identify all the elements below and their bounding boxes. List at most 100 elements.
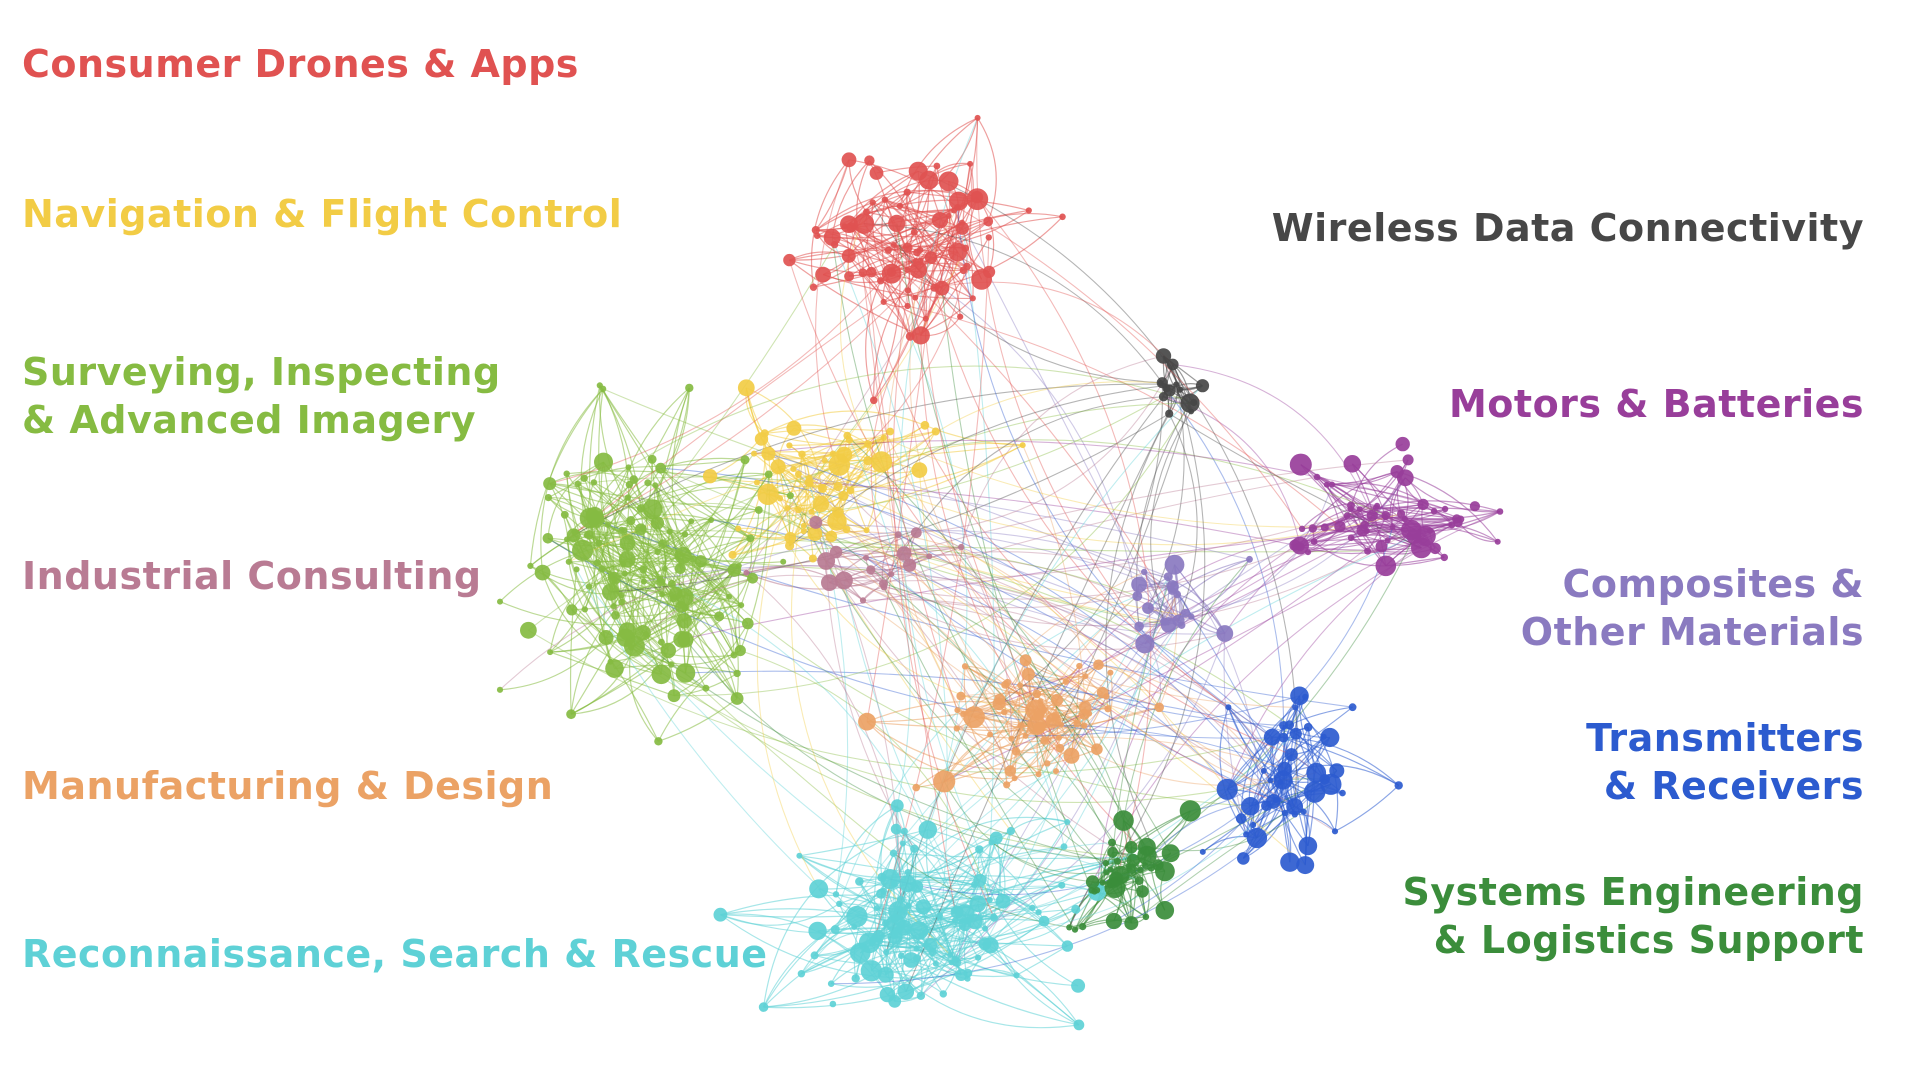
network-edge: [1116, 384, 1206, 862]
network-edge: [957, 206, 1303, 530]
network-edge: [883, 587, 1076, 930]
network-node: [761, 446, 776, 461]
cluster-label-line: Motors & Batteries: [1448, 382, 1864, 426]
network-node: [636, 504, 646, 513]
network-node: [904, 869, 912, 876]
network-edge: [883, 546, 1301, 600]
network-edge: [1098, 664, 1160, 708]
network-edge: [764, 424, 869, 445]
network-node: [1032, 689, 1042, 699]
network-node: [661, 565, 668, 572]
network-node: [904, 302, 911, 310]
network-node: [1108, 838, 1116, 847]
network-node: [910, 527, 922, 539]
network-edge: [1060, 402, 1191, 725]
network-node: [1163, 572, 1173, 582]
network-node: [863, 554, 869, 561]
network-node: [1296, 856, 1315, 875]
network-node: [1161, 844, 1180, 863]
network-edge: [815, 159, 850, 454]
network-node: [754, 506, 763, 514]
network-edge: [834, 244, 949, 964]
network-edge: [909, 336, 968, 830]
network-edge: [843, 580, 986, 929]
network-node: [811, 226, 820, 235]
network-node: [1053, 768, 1059, 775]
network-node: [928, 948, 937, 957]
network-node: [809, 515, 823, 529]
network-node: [933, 162, 941, 170]
network-node: [675, 663, 696, 683]
network-node: [1374, 502, 1381, 509]
network-node: [939, 990, 947, 998]
network-edge: [837, 444, 1023, 513]
network-node: [924, 937, 938, 952]
network-node: [1165, 409, 1174, 418]
network-node: [1008, 735, 1015, 742]
network-node: [830, 925, 840, 934]
network-node: [986, 896, 993, 904]
network-edge: [573, 534, 871, 571]
network-node: [1055, 743, 1065, 753]
network-edge: [1056, 530, 1363, 701]
network-node: [880, 584, 888, 591]
network-node: [734, 645, 746, 657]
network-node: [674, 563, 686, 574]
network-node: [904, 287, 912, 294]
network-edge: [939, 915, 1080, 1026]
network-node: [1001, 708, 1008, 716]
cluster-label-line: Navigation & Flight Control: [22, 192, 623, 236]
network-edge: [1158, 586, 1178, 708]
network-edge: [568, 561, 662, 675]
network-node: [1137, 845, 1157, 866]
network-node: [1176, 386, 1184, 393]
network-edge: [883, 396, 1164, 588]
network-edge: [862, 272, 956, 911]
network-node: [922, 942, 929, 948]
network-edge: [740, 650, 991, 901]
cluster-label-line: & Receivers: [1603, 764, 1864, 808]
network-node: [896, 896, 905, 904]
network-node: [1343, 455, 1362, 473]
network-node: [1058, 721, 1065, 728]
network-node: [753, 479, 760, 486]
cluster-label-line: Reconnaissance, Search & Rescue: [22, 932, 768, 976]
network-edge: [868, 160, 901, 401]
network-edge: [1028, 673, 1284, 727]
network-node: [780, 558, 787, 565]
network-edge: [737, 527, 804, 539]
network-edge: [1016, 725, 1085, 754]
network-node: [1142, 913, 1150, 921]
network-node: [602, 583, 620, 601]
network-node: [1011, 747, 1021, 756]
network-node: [896, 202, 904, 210]
network-node: [970, 190, 984, 204]
network-edge: [1252, 754, 1292, 826]
network-node: [951, 207, 958, 214]
network-edge: [862, 220, 989, 274]
network-node: [737, 379, 755, 397]
network-node: [860, 960, 883, 982]
network-node: [916, 991, 926, 1000]
network-node: [1179, 800, 1201, 822]
network-node: [619, 535, 636, 552]
network-node: [1347, 534, 1355, 542]
network-node: [888, 571, 895, 578]
network-edge: [1144, 558, 1250, 645]
network-edge: [964, 665, 1037, 695]
network-node: [821, 457, 828, 464]
network-node: [833, 481, 843, 492]
network-node: [952, 917, 959, 924]
network-edge: [566, 473, 686, 641]
network-node: [786, 442, 793, 449]
network-node: [527, 562, 534, 570]
network-node: [652, 482, 659, 489]
network-node: [1154, 702, 1164, 713]
network-edge: [1334, 784, 1400, 832]
network-node: [1104, 705, 1112, 713]
network-edge: [1294, 706, 1339, 832]
network-node: [897, 983, 915, 1000]
network-node: [859, 597, 867, 604]
network-edge: [872, 201, 958, 213]
network-node: [1160, 617, 1169, 626]
